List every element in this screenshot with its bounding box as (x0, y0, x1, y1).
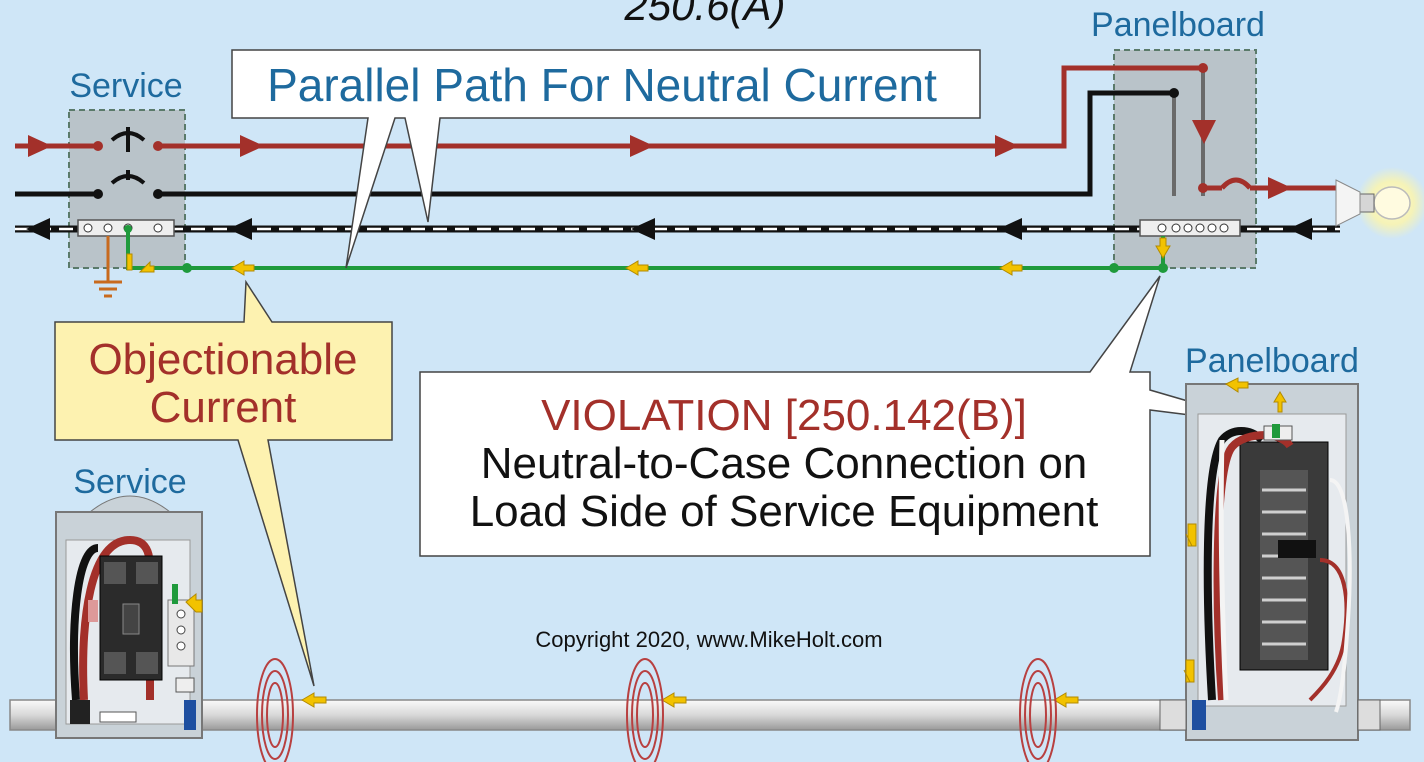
service-label-top: Service (69, 67, 182, 105)
objectionable-text-line2: Current (150, 383, 297, 432)
hot-terminal (93, 141, 103, 151)
black-terminal (153, 189, 163, 199)
panelboard-neutral-bar (1139, 219, 1241, 237)
ground-junction (1158, 263, 1168, 273)
violation-title: VIOLATION [250.142(B)] (541, 391, 1027, 440)
parallel-path-text: Parallel Path For Neutral Current (267, 59, 937, 111)
service-enclosure (55, 495, 203, 739)
ground-junction (182, 263, 192, 273)
parallel-path-callout (231, 49, 981, 269)
service-disconnect-symbol (110, 127, 146, 185)
neutral-current-arrows (26, 218, 1312, 240)
light-bulb-icon (1335, 167, 1424, 239)
hot-current-arrows (28, 120, 1292, 199)
panelboard-label-bottom: Panelboard (1185, 342, 1359, 380)
objectionable-current-callout (54, 279, 393, 687)
hot-terminal (1198, 183, 1208, 193)
panelboard-enclosure (1159, 377, 1381, 741)
violation-line2: Load Side of Service Equipment (470, 487, 1099, 536)
objectionable-text-line1: Objectionable (88, 335, 357, 384)
current-arrow-icon (301, 692, 1079, 708)
service-label-bottom: Service (73, 463, 186, 501)
hot-terminal (153, 141, 163, 151)
ground-junction (1109, 263, 1119, 273)
panelboard-label-top: Panelboard (1091, 6, 1265, 44)
ground-symbol-icon (94, 236, 122, 298)
circuit-breaker-icon (99, 555, 163, 681)
black-terminal (1169, 88, 1179, 98)
violation-callout (419, 275, 1271, 557)
black-conductor (15, 90, 1174, 197)
copyright-text: Copyright 2020, www.MikeHolt.com (535, 627, 882, 652)
code-reference: 250.6(A) (623, 0, 785, 29)
black-terminal (93, 189, 103, 199)
magnetic-field-rings (256, 658, 1057, 762)
hot-terminal (1198, 63, 1208, 73)
current-arrow-icon (126, 237, 1171, 276)
violation-line1: Neutral-to-Case Connection on (481, 439, 1088, 488)
ground-junction (124, 225, 132, 233)
